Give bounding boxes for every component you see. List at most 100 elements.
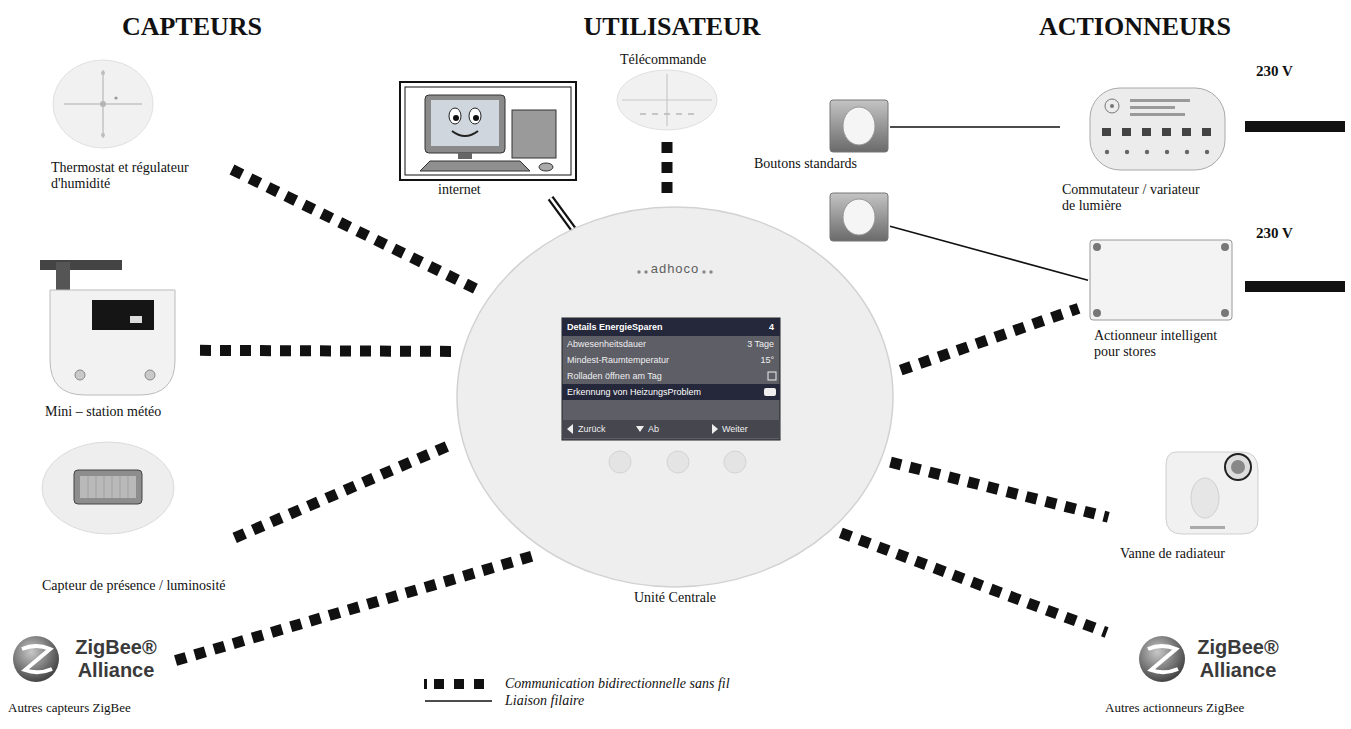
central-unit-body (644, 270, 647, 273)
wall-buttons (843, 199, 875, 235)
blind-actuator-icon (1090, 240, 1232, 320)
central-unit-body (709, 270, 712, 273)
wall-buttons (830, 193, 888, 241)
zigbee-logo (13, 636, 1185, 682)
presence-sensor-icon (42, 442, 174, 534)
logo-text: ZigBee® Alliance (1188, 636, 1288, 682)
sensor-node: Thermostat et régulateur d'humidité (45, 54, 223, 192)
legend-sample (424, 679, 427, 689)
dimmer-icon (1130, 106, 1175, 109)
screen-text: Details EnergieSparen (567, 319, 663, 335)
lcd-screen: Details EnergieSparen 4Abwesenheitsdauer 3… (562, 318, 780, 440)
remote-icon (617, 70, 717, 130)
icon-area (752, 98, 890, 154)
sensor-node: Mini – station météo (40, 256, 190, 420)
actuator-node: Commutateur / variateur de lumière (1060, 86, 1226, 214)
connector-line (901, 308, 1079, 370)
zigbee-logo (1148, 646, 1178, 672)
computer-icon (431, 100, 499, 146)
blind-actuator-icon (1221, 243, 1229, 251)
remote-icon (640, 113, 694, 115)
logo-text: ZigBee® Alliance (66, 636, 166, 682)
connector-line (176, 554, 539, 660)
thermostat-icon (53, 60, 153, 148)
dimmer-icon (1122, 128, 1131, 136)
thermostat-icon (64, 70, 142, 138)
dimmer-icon (1182, 128, 1191, 136)
central-unit: adhocoUnité CentraleDetails EnergieSpare… (455, 205, 895, 606)
thermostat-icon (101, 133, 105, 137)
central-unit-body (768, 372, 776, 380)
wireless-link (901, 308, 1079, 370)
internet-node: internet (398, 80, 576, 198)
wall-buttons (830, 100, 888, 152)
dimmer-icon (1090, 88, 1225, 170)
zigbee-node: ZigBee® AllianceAutres capteurs ZigBee (8, 636, 166, 716)
computer-icon (453, 115, 459, 121)
device-label: adhoco (455, 261, 895, 277)
screen-text: 3 Tage (747, 337, 774, 351)
connector-line (200, 350, 453, 351)
remote-icon (617, 70, 717, 130)
connector-line (662, 142, 673, 197)
wireless-link (176, 554, 539, 660)
dimmer-icon (1145, 150, 1149, 154)
computer-icon (400, 82, 576, 180)
radiator-valve-icon (1166, 452, 1258, 534)
dimmer-icon (1110, 104, 1114, 108)
screen-text: 4 (769, 319, 774, 335)
dimmer-icon (1185, 150, 1189, 154)
button-node: Boutons standards (752, 98, 890, 242)
icon-area (752, 172, 890, 242)
icon-area (40, 440, 190, 536)
thermostat-icon (53, 60, 153, 148)
screen-text: Abwesenheitsdauer (567, 337, 646, 351)
dimmer-icon (1205, 150, 1209, 154)
computer-icon (458, 153, 472, 159)
dimmer-icon (1102, 128, 1111, 136)
device-label: Autres capteurs ZigBee (8, 700, 166, 716)
actuator-node: Vanne de radiateur (1118, 446, 1258, 562)
radiator-valve-icon (1190, 526, 1225, 529)
mains-bar (1245, 281, 1345, 292)
blind-actuator-icon (1093, 309, 1101, 317)
screen-text: Mindest-Raumtemperatur (567, 353, 669, 367)
icon-area (40, 256, 190, 396)
thermostat-icon (114, 96, 117, 99)
presence-sensor-icon (74, 470, 142, 504)
thermostat-icon (101, 71, 105, 75)
connector-line (551, 198, 574, 229)
zigbee-logo (13, 636, 59, 682)
computer-icon (469, 108, 481, 124)
central-unit-body (724, 451, 746, 473)
icon-area (48, 54, 160, 154)
computer-icon (400, 82, 576, 180)
dimmer-icon (1105, 99, 1119, 113)
weather-station-icon (40, 260, 175, 395)
icon-area (398, 80, 576, 180)
device-label: Autres actionneurs ZigBee (1105, 700, 1288, 716)
legend-sample (425, 700, 492, 702)
device-label: Capteur de présence / luminosité (42, 578, 226, 594)
radiator-valve-icon (1191, 478, 1219, 518)
blind-actuator-icon (1093, 243, 1101, 251)
device-label: Actionneur intelligent pour stores (1094, 328, 1234, 360)
icon-area (1060, 86, 1226, 174)
central-unit-body (562, 318, 780, 336)
dimmer-icon (1202, 128, 1211, 136)
zigbee-logo (1139, 636, 1185, 682)
wall-buttons (843, 107, 875, 145)
wireless-link (841, 533, 1107, 633)
remote-icon (622, 74, 712, 126)
device-label: Boutons standards (754, 156, 890, 172)
screen-text: Rolladen öffnen am Tag (567, 369, 662, 383)
central-unit-body (567, 424, 573, 434)
connector-line (890, 462, 1108, 517)
wireless-link (235, 444, 454, 538)
computer-icon (449, 108, 461, 124)
